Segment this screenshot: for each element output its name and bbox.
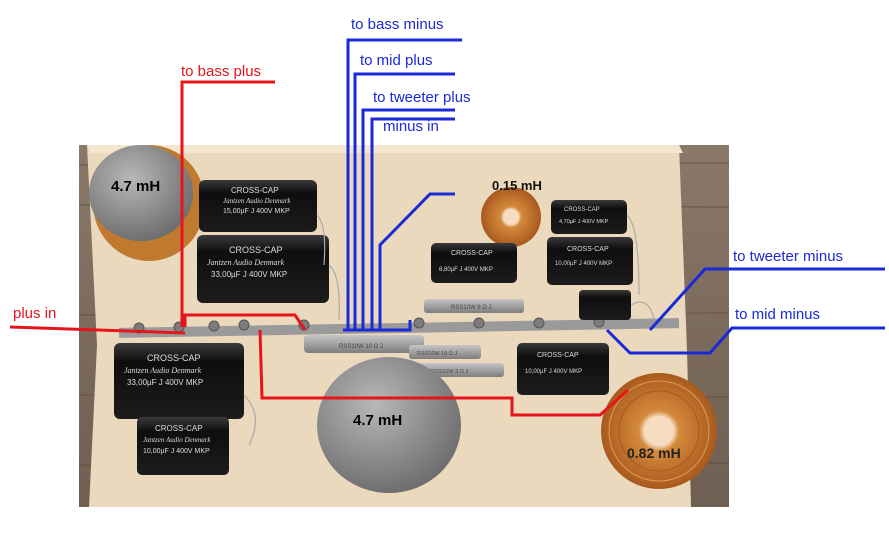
capacitor-maker: Jantzen Audio Denmark xyxy=(124,366,202,375)
crossover-photo: 4.7 mH CROSS-CAP Jantzen Audio Denmark 1… xyxy=(79,145,729,507)
label-to-mid-minus: to mid minus xyxy=(735,306,821,323)
capacitor-6-8uf: CROSS-CAP 6,80µF J 400V MKP xyxy=(431,243,517,283)
capacitor-rating: 10,00µF J 400V MKP xyxy=(525,369,582,375)
label-minus-in: minus in xyxy=(383,118,439,135)
resistor-upper: RSS10W 8 Ω J xyxy=(424,299,524,313)
label-to-tweeter-minus: to tweeter minus xyxy=(733,248,844,265)
inductor-large-top-left: 4.7 mH xyxy=(89,145,205,261)
resistor-long: RSS10W 10 Ω J xyxy=(304,335,424,353)
inductor-value-label: 0.15 mH xyxy=(492,178,542,193)
capacitor-rating: 6,80µF J 400V MKP xyxy=(439,267,493,273)
inductor-copper-right: 0.82 mH xyxy=(601,373,717,489)
capacitor-33uf-top: CROSS-CAP Jantzen Audio Denmark 33,00µF … xyxy=(197,235,329,303)
inductor-small-top: 0.15 mH xyxy=(481,178,542,247)
capacitor-maker: Jantzen Audio Denmark xyxy=(223,197,291,205)
inductor-large-center: 4.7 mH xyxy=(317,357,461,493)
capacitor-rating: 33,00µF J 400V MKP xyxy=(127,378,203,387)
capacitor-33uf-bottom: CROSS-CAP Jantzen Audio Denmark 33,00µF … xyxy=(114,343,244,419)
label-to-bass-minus: to bass minus xyxy=(351,16,444,33)
inductor-value-label: 4.7 mH xyxy=(353,412,402,429)
capacitor-10uf-lower-right: CROSS-CAP 10,00µF J 400V MKP xyxy=(517,343,609,395)
capacitor-rating: 33,00µF J 400V MKP xyxy=(211,270,287,279)
capacitor-maker: Jantzen Audio Denmark xyxy=(143,436,211,444)
capacitor-maker: Jantzen Audio Denmark xyxy=(207,258,285,267)
capacitor-rating: 10,00µF J 400V MKP xyxy=(143,448,210,455)
label-to-tweeter-plus: to tweeter plus xyxy=(373,89,471,106)
resistor-label: RSS10W 8 Ω J xyxy=(451,305,492,311)
capacitor-rating: 4,70µF J 400V MKP xyxy=(559,219,609,225)
label-to-mid-plus: to mid plus xyxy=(360,52,433,69)
capacitor-brand: CROSS-CAP xyxy=(567,246,609,253)
capacitor-brand: CROSS-CAP xyxy=(155,424,203,433)
capacitor-brand: CROSS-CAP xyxy=(451,250,493,257)
capacitor-4-7uf: CROSS-CAP 4,70µF J 400V MKP xyxy=(551,200,627,234)
resistor-label: RSS10W 10 Ω J xyxy=(417,351,457,357)
capacitor-brand: CROSS-CAP xyxy=(537,352,579,359)
resistor-small: RSS10W 10 Ω J xyxy=(409,345,481,359)
capacitor-small-right xyxy=(579,290,631,320)
inductor-value-label: 4.7 mH xyxy=(111,178,160,195)
resistor-label: RSS10W 10 Ω J xyxy=(339,344,383,350)
capacitor-brand: CROSS-CAP xyxy=(564,207,600,213)
capacitor-10uf-bottom: CROSS-CAP Jantzen Audio Denmark 10,00µF … xyxy=(137,417,229,475)
label-to-bass-plus: to bass plus xyxy=(181,63,262,80)
capacitor-rating: 15,00µF J 400V MKP xyxy=(223,208,290,215)
inductor-value-label: 0.82 mH xyxy=(627,445,681,461)
label-plus-in: plus in xyxy=(13,305,57,322)
capacitor-15uf: CROSS-CAP Jantzen Audio Denmark 15,00µF … xyxy=(199,180,317,232)
capacitor-rating: 10,00µF J 400V MKP xyxy=(555,261,612,267)
capacitor-brand: CROSS-CAP xyxy=(231,186,279,195)
capacitor-brand: CROSS-CAP xyxy=(229,245,283,255)
capacitor-10uf-right: CROSS-CAP 10,00µF J 400V MKP xyxy=(547,237,633,285)
capacitor-brand: CROSS-CAP xyxy=(147,353,201,363)
